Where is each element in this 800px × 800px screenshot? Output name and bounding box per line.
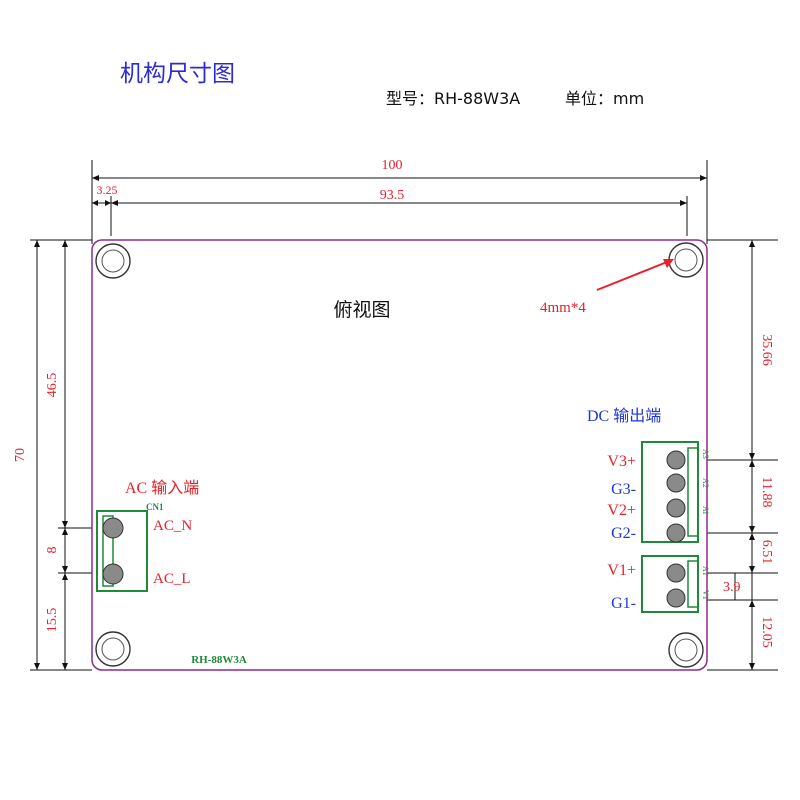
mounting-hole-drill bbox=[101, 637, 125, 661]
ac-pin-label-l: AC_L bbox=[153, 571, 191, 587]
arrowhead bbox=[749, 460, 755, 467]
arrowhead bbox=[749, 566, 755, 573]
dc-silk-a2: A2 bbox=[701, 478, 710, 488]
dc-pin-label-g3: G3- bbox=[611, 481, 636, 498]
hole-callout-leader bbox=[596, 261, 668, 291]
dim-right-bottom: 12.05 bbox=[759, 616, 774, 648]
ac-input-title: AC 输入端 bbox=[125, 479, 199, 497]
ac-pin-l bbox=[102, 563, 124, 585]
arrowhead bbox=[680, 200, 687, 206]
dim-left-mid: 8 bbox=[45, 547, 60, 554]
arrowhead bbox=[92, 175, 99, 181]
board-silkscreen: RH-88W3A bbox=[191, 654, 247, 666]
dc-pin-g1 bbox=[666, 588, 686, 608]
drawing-title: 机构尺寸图 bbox=[120, 61, 235, 87]
dc-pin-label-v3: V3+ bbox=[607, 453, 636, 470]
dc-pin-label-g2: G2- bbox=[611, 525, 636, 542]
arrowhead bbox=[111, 200, 118, 206]
left-arrowheads bbox=[34, 240, 68, 670]
unit-label: 单位：mm bbox=[565, 89, 644, 108]
arrowhead bbox=[749, 600, 755, 607]
dim-height-total: 70 bbox=[13, 448, 28, 462]
arrowhead bbox=[749, 526, 755, 533]
connector-inner bbox=[102, 515, 114, 587]
right-arrowheads bbox=[749, 240, 755, 670]
mounting-hole-top-left bbox=[95, 243, 131, 279]
arrowhead bbox=[749, 453, 755, 460]
dim-left-bottom: 15.5 bbox=[45, 608, 60, 633]
ac-connector bbox=[96, 510, 148, 592]
arrowhead bbox=[62, 663, 68, 670]
dc-pin-v3 bbox=[666, 450, 686, 470]
dim-width-total: 100 bbox=[382, 158, 403, 173]
dim-right-mid2: 6.51 bbox=[759, 540, 774, 565]
ac-pin-n bbox=[102, 517, 124, 539]
dim-hole-spacing: 93.5 bbox=[380, 188, 405, 203]
dc-pin-g2 bbox=[666, 523, 686, 543]
dc-silk-a3: A3 bbox=[701, 449, 710, 459]
mounting-hole-bottom-right bbox=[668, 632, 704, 668]
hole-callout-text: 4mm*4 bbox=[540, 300, 586, 316]
dc-pin-v1 bbox=[666, 563, 686, 583]
dc-connector-3pin-block bbox=[641, 441, 699, 543]
connector-inner bbox=[687, 560, 699, 608]
dim-right-top: 35.66 bbox=[759, 334, 774, 366]
dc-pin-v2 bbox=[666, 498, 686, 518]
left-dimension-group bbox=[30, 239, 112, 671]
arrowhead bbox=[62, 566, 68, 573]
arrowhead bbox=[749, 533, 755, 540]
dim-left-top: 46.5 bbox=[45, 373, 60, 398]
dc-pin-label-g1: G1- bbox=[611, 595, 636, 612]
arrowhead bbox=[62, 521, 68, 528]
mounting-hole-drill bbox=[101, 249, 125, 273]
mounting-hole-drill bbox=[674, 248, 698, 272]
model-label: 型号：RH-88W3A bbox=[386, 89, 520, 108]
dc-connector-2pin-block bbox=[641, 555, 699, 613]
view-label: 俯视图 bbox=[333, 299, 390, 321]
arrowhead bbox=[34, 240, 40, 247]
ac-pin-label-n: AC_N bbox=[153, 518, 192, 534]
arrowhead bbox=[749, 663, 755, 670]
arrowhead bbox=[62, 573, 68, 580]
mounting-hole-drill bbox=[674, 638, 698, 662]
mounting-hole-bottom-left bbox=[95, 631, 131, 667]
arrowhead bbox=[62, 240, 68, 247]
arrowhead bbox=[34, 663, 40, 670]
dc-silk-a1: A1 bbox=[701, 566, 710, 576]
top-arrowheads bbox=[92, 175, 707, 206]
dc-pin-label-v1: V1+ bbox=[607, 562, 636, 579]
dim-right-mid1: 11.88 bbox=[759, 477, 774, 508]
arrowhead bbox=[62, 528, 68, 535]
dim-pin-offset: 3.9 bbox=[723, 580, 741, 595]
arrowhead bbox=[749, 240, 755, 247]
arrowhead bbox=[700, 175, 707, 181]
mounting-hole-top-right bbox=[668, 242, 704, 278]
dc-silk-v1: V1 bbox=[701, 590, 710, 600]
dim-hole-offset: 3.25 bbox=[97, 183, 118, 197]
dc-output-title: DC 输出端 bbox=[587, 407, 661, 425]
hole-callout-arrowhead bbox=[663, 259, 674, 268]
arrowhead bbox=[92, 200, 98, 206]
ac-connector-ref: CN1 bbox=[146, 502, 164, 512]
pcb-outline bbox=[91, 239, 708, 671]
dc-silk-ai: Ai bbox=[701, 506, 710, 515]
dc-pin-label-v2: V2+ bbox=[607, 502, 636, 519]
connector-body bbox=[96, 510, 148, 592]
dc-pin-g3 bbox=[666, 473, 686, 493]
connector-inner bbox=[687, 447, 699, 537]
arrowhead bbox=[105, 200, 111, 206]
